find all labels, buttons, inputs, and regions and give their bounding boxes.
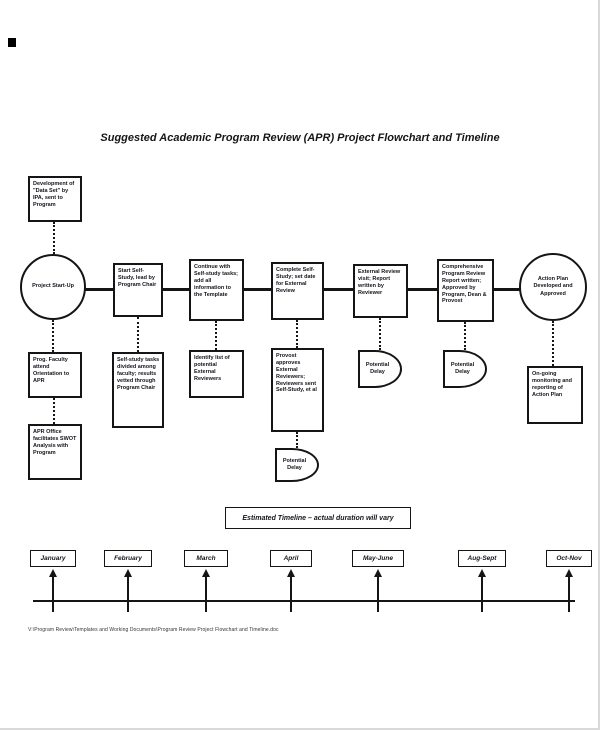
potential-delay-shape-1: Potential Delay: [358, 350, 402, 388]
provost-approves-label: Provost approves External Reviewers; Rev…: [276, 353, 317, 394]
step-comprehensive-report-label: Comprehensive Program Review Report writ…: [442, 264, 487, 305]
connector-start-to-orientation: [52, 320, 54, 352]
dataset-development-label: Development of "Data Set" by IPA, sent t…: [33, 181, 75, 208]
identify-reviewers-box: Identify list of potential External Revi…: [189, 350, 244, 398]
month-box-april: April: [270, 550, 312, 567]
orientation-box: Prog. Faculty attend Orientation to APR: [28, 352, 82, 398]
connector-step5-to-delay: [464, 322, 466, 350]
step-continue-self-study-label: Continue with Self-study tasks; add all …: [194, 264, 239, 298]
month-box-march: March: [184, 550, 228, 567]
connector-step1-to-tasks: [137, 317, 139, 352]
tasks-divided-label: Self-study tasks divided among faculty; …: [117, 357, 160, 391]
orientation-label: Prog. Faculty attend Orientation to APR: [33, 357, 70, 384]
timeline-arrow-may-june: [374, 569, 382, 577]
action-plan-circle: Action Plan Developed and Approved: [519, 253, 587, 321]
step-comprehensive-report-box: Comprehensive Program Review Report writ…: [437, 259, 494, 322]
project-start-up-circle: Project Start-Up: [20, 254, 86, 320]
connector-dataset-to-start: [53, 222, 55, 254]
step-external-review-box: External Review visit; Report written by…: [353, 264, 408, 318]
timeline-tick-oct-nov: [568, 576, 570, 612]
connector-provost-to-delay: [296, 432, 298, 448]
timeline-arrow-aug-sept: [478, 569, 486, 577]
timeline-tick-january: [52, 576, 54, 612]
month-box-oct-nov: Oct-Nov: [546, 550, 592, 567]
month-box-january: January: [30, 550, 76, 567]
potential-delay-shape-2: Potential Delay: [443, 350, 487, 388]
connector-end-to-ongoing: [552, 321, 554, 366]
potential-delay-shape-3: Potential Delay: [275, 448, 319, 482]
estimated-timeline-label: Estimated Timeline – actual duration wil…: [242, 514, 394, 522]
step-external-review-label: External Review visit; Report written by…: [358, 269, 401, 296]
ongoing-monitoring-label: On-going monitoring and reporting of Act…: [532, 371, 573, 398]
timeline-axis-line: [33, 600, 575, 602]
connector-step4-to-delay: [379, 318, 381, 350]
connector-orientation-to-swot: [53, 398, 55, 424]
footer-file-path: V:\Program Review\Templates and Working …: [28, 627, 279, 633]
connector-step2-to-identify: [215, 321, 217, 350]
timeline-tick-february: [127, 576, 129, 612]
month-box-aug-sept: Aug-Sept: [458, 550, 506, 567]
timeline-arrow-april: [287, 569, 295, 577]
timeline-arrow-february: [124, 569, 132, 577]
page-title: Suggested Academic Program Review (APR) …: [100, 132, 500, 144]
step-complete-self-study-box: Complete Self-Study; set date for Extern…: [271, 262, 324, 320]
timeline-tick-april: [290, 576, 292, 612]
tasks-divided-box: Self-study tasks divided among faculty; …: [112, 352, 164, 428]
timeline-tick-may-june: [377, 576, 379, 612]
step-start-self-study-label: Start Self-Study, lead by Program Chair: [118, 268, 157, 288]
provost-approves-box: Provost approves External Reviewers; Rev…: [271, 348, 324, 432]
swot-analysis-box: APR Office facilitates SWOT Analysis wit…: [28, 424, 82, 480]
month-box-february: February: [104, 550, 152, 567]
project-start-up-label: Project Start-Up: [32, 283, 74, 290]
connector-step3-to-provost: [296, 320, 298, 348]
month-box-may-june: May-June: [352, 550, 404, 567]
timeline-tick-aug-sept: [481, 576, 483, 612]
ongoing-monitoring-box: On-going monitoring and reporting of Act…: [527, 366, 583, 424]
identify-reviewers-label: Identify list of potential External Revi…: [194, 355, 230, 382]
timeline-tick-march: [205, 576, 207, 612]
step-continue-self-study-box: Continue with Self-study tasks; add all …: [189, 259, 244, 321]
step-complete-self-study-label: Complete Self-Study; set date for Extern…: [276, 267, 316, 294]
action-plan-label: Action Plan Developed and Approved: [533, 276, 573, 297]
timeline-arrow-march: [202, 569, 210, 577]
step-start-self-study-box: Start Self-Study, lead by Program Chair: [113, 263, 163, 317]
dataset-development-box: Development of "Data Set" by IPA, sent t…: [28, 176, 82, 222]
potential-delay-label-2: Potential Delay: [450, 361, 475, 375]
potential-delay-label-3: Potential Delay: [282, 457, 307, 471]
timeline-arrow-january: [49, 569, 57, 577]
scan-artifact: [8, 38, 16, 47]
estimated-timeline-box: Estimated Timeline – actual duration wil…: [225, 507, 411, 529]
swot-analysis-label: APR Office facilitates SWOT Analysis wit…: [33, 429, 77, 456]
potential-delay-label-1: Potential Delay: [365, 361, 390, 375]
timeline-arrow-oct-nov: [565, 569, 573, 577]
